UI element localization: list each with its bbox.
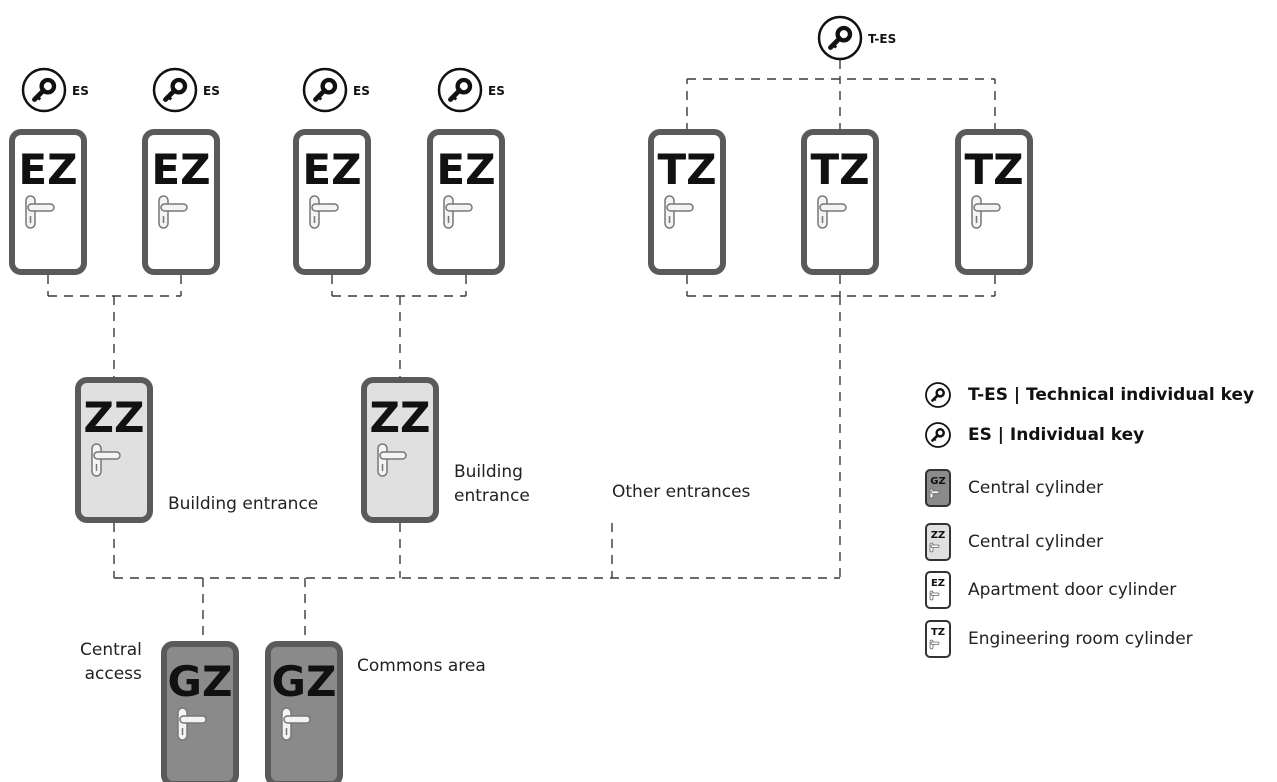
key-icon [152,67,198,113]
door-handle-icon [177,707,207,741]
door-zz: ZZ [75,377,153,523]
door-handle-icon [309,195,339,229]
door-handle-icon [281,707,311,741]
door-code: GZ [930,476,945,487]
legend-label: Central cylinder [968,532,1104,552]
door-handle-icon [443,195,473,229]
door-code: ZZ [931,530,946,541]
door-handle-icon [25,195,55,229]
door-ez: EZ [293,129,371,275]
key-icon [302,67,348,113]
legend-label: T-ES | Technical individual key [968,385,1255,405]
legend-label: Central cylinder [968,478,1104,498]
key-label: ES [72,84,89,98]
door-icon: GZ [925,469,951,507]
door-tz: TZ [801,129,879,275]
door-group: EZ EZ EZ EZ TZ TZ TZ ZZ ZZ GZ GZ [9,129,1033,782]
key-label: ES [203,84,220,98]
legend-item-tz: TZ Engineering room cylinder [924,620,1193,658]
door-ez: EZ [142,129,220,275]
legend-item-individual-key: ES | Individual key [924,417,1144,453]
connector-lines [47,60,996,643]
door-ez: EZ [9,129,87,275]
door-icon: ZZ [925,523,951,561]
building-entrance-label-1: Building entrance [168,494,319,514]
key-icon [925,422,951,448]
legend-label: ES | Individual key [968,425,1145,445]
building-entrance-label-2: Building entrance [454,462,530,506]
door-icon: TZ [925,620,951,658]
door-code: ZZ [370,393,431,442]
door-code: EZ [931,578,945,589]
key-badge-es: ES [302,67,370,113]
door-handle-icon [91,443,121,477]
legend-item-zz: ZZ Central cylinder [924,523,1104,561]
key-badge-t-es: T-ES [817,15,896,61]
door-handle-icon [971,195,1001,229]
door-code: ZZ [84,393,145,442]
door-ez: EZ [427,129,505,275]
central-access-label: Central access [80,640,142,684]
legend-item-technical-key: T-ES | Technical individual key [924,377,1254,413]
door-handle-icon [817,195,847,229]
key-label: ES [488,84,505,98]
key-label: T-ES [868,32,896,46]
door-code: TZ [657,145,716,194]
key-label: ES [353,84,370,98]
door-tz: TZ [648,129,726,275]
door-tz: TZ [955,129,1033,275]
key-badge-es: ES [21,67,89,113]
door-code: EZ [18,145,77,194]
commons-area-label: Commons area [357,656,486,676]
door-handle-icon [377,443,407,477]
legend-item-gz: GZ Central cylinder [924,469,1104,507]
key-group: ES ES ES ES T-ES [21,15,896,113]
door-handle-icon [664,195,694,229]
other-entrances-label: Other entrances [612,482,751,502]
key-icon [21,67,67,113]
legend-item-ez: EZ Apartment door cylinder [924,571,1177,609]
door-code: EZ [302,145,361,194]
door-code: GZ [272,657,337,706]
door-zz: ZZ [361,377,439,523]
key-badge-es: ES [152,67,220,113]
key-icon [817,15,863,61]
door-code: TZ [931,627,945,638]
key-icon [437,67,483,113]
door-code: EZ [436,145,495,194]
door-gz: GZ [161,641,239,782]
door-handle-icon [158,195,188,229]
legend-label: Engineering room cylinder [968,629,1193,649]
key-badge-es: ES [437,67,505,113]
door-gz: GZ [265,641,343,782]
door-code: EZ [151,145,210,194]
legend-label: Apartment door cylinder [968,580,1177,600]
door-icon: EZ [925,571,951,609]
door-code: TZ [964,145,1023,194]
door-code: TZ [810,145,869,194]
key-icon [925,382,951,408]
door-code: GZ [168,657,233,706]
